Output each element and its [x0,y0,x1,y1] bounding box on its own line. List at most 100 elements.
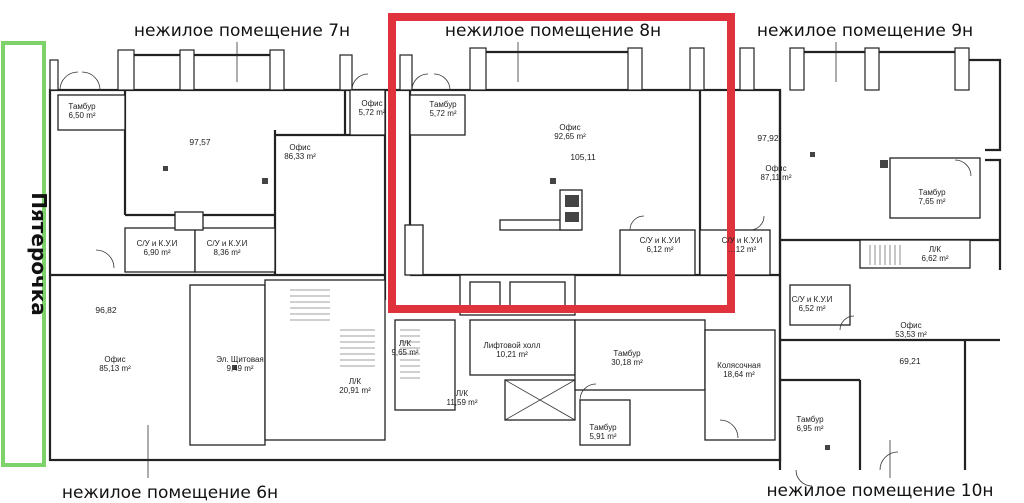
room-area: 10,21 m² [496,350,528,359]
column [117,49,135,91]
room-area: 86,33 m² [284,152,316,161]
column [269,49,285,91]
store-frame [1,41,46,467]
room-name: Л/К [929,245,941,254]
column [739,47,755,91]
room-area: 7,65 m² [918,197,945,206]
door-swing [59,71,79,91]
column [399,54,413,91]
marker [232,365,237,370]
room-area: 92,65 m² [554,132,586,141]
room-area: 30,18 m² [611,358,643,367]
highlight-frame-8n [388,13,735,313]
title-8n: нежилое помещение 8н [445,21,661,41]
office-small [349,89,386,136]
wc-room [124,227,196,273]
column [789,47,805,91]
room-name: Колясочная [717,361,761,370]
title-9n: нежилое помещение 9н [757,21,973,41]
room-total: 69,21 [899,356,921,366]
room-area: 5,72 m² [429,109,456,118]
room-area: 9,49 m² [226,364,253,373]
room-name: Офис [361,99,382,108]
column [627,47,643,91]
marker [565,212,579,222]
outer-wall [969,58,1002,152]
wc-room [194,227,276,273]
stair-room [394,319,456,411]
room-total: 97,57 [189,137,211,147]
door-swing [81,71,101,91]
door-swing [579,383,597,401]
title-6n: нежилое помещение 6н [62,483,278,503]
doors [59,71,972,487]
lift-cross [504,379,576,421]
column [49,59,59,91]
room-name: Тамбур [796,415,824,424]
door-swing [839,315,855,331]
door-swing [629,215,645,231]
kolyasochnaya [704,329,776,441]
room-labels: Тамбур 6,50 m² 97,57 Офис 86,33 m² Офис … [68,99,948,441]
room-name: С/У и К.У.И [137,239,178,248]
partition-block [189,284,266,446]
room-name: Офис [900,321,921,330]
shaft [174,211,204,231]
column [179,49,195,91]
lk-room [859,239,971,269]
column [339,54,353,91]
room-name: С/У и К.У.И [207,239,248,248]
room-area: 11,59 m² [447,398,478,407]
marker [163,166,168,171]
marker [880,160,888,168]
room-area: 87,11 m² [761,173,792,182]
stair-right [869,245,901,265]
door-swing [879,451,899,471]
room-name: Офис [559,123,580,132]
door-swing [795,469,813,487]
door-swing [954,159,972,177]
marker [825,445,830,450]
room-area: 18,64 m² [723,370,755,379]
column [864,47,880,91]
room-name: Офис [765,164,786,173]
door-swing [411,73,429,91]
room-area: 5,72 m² [358,108,385,117]
room-name: Эл. Щитовая [216,355,264,364]
room-area: 6,50 m² [68,111,95,120]
stair-left [290,289,375,367]
room-name: С/У и К.У.И [722,236,763,245]
outer-wall [985,158,1002,270]
tambur-room [409,94,466,136]
room-name: Л/К [349,377,361,386]
room-area: 5,91 m² [589,432,616,441]
room-area: 6,62 m² [921,254,948,263]
title-10n: нежилое помещение 10н [766,481,993,501]
room-total: 96,82 [95,305,117,315]
room-area: …12 m² [728,245,757,254]
store-name: Пятерочка [27,192,51,316]
door-swing [351,73,369,91]
room-area: 6,90 m² [143,248,170,257]
door-swing [95,249,115,269]
room-area: 20,91 m² [339,386,371,395]
column [469,47,487,91]
room-area: 6,12 m² [646,245,673,254]
wc-room [619,229,696,276]
room-area: 53,53 m² [895,330,927,339]
room-name: Офис [104,355,125,364]
room-name: Тамбур [429,100,457,109]
room-name: Лифтовой холл [484,341,541,350]
door-swing [749,215,765,231]
tambur-room [57,94,126,131]
room-total: 97,92 [757,133,779,143]
wc-room [789,284,851,326]
room-name: Офис [289,143,310,152]
room-area: 85,13 m² [99,364,131,373]
marker [810,152,815,157]
door-swing [719,419,739,439]
room-name: Тамбур [613,349,641,358]
marker [550,178,556,184]
